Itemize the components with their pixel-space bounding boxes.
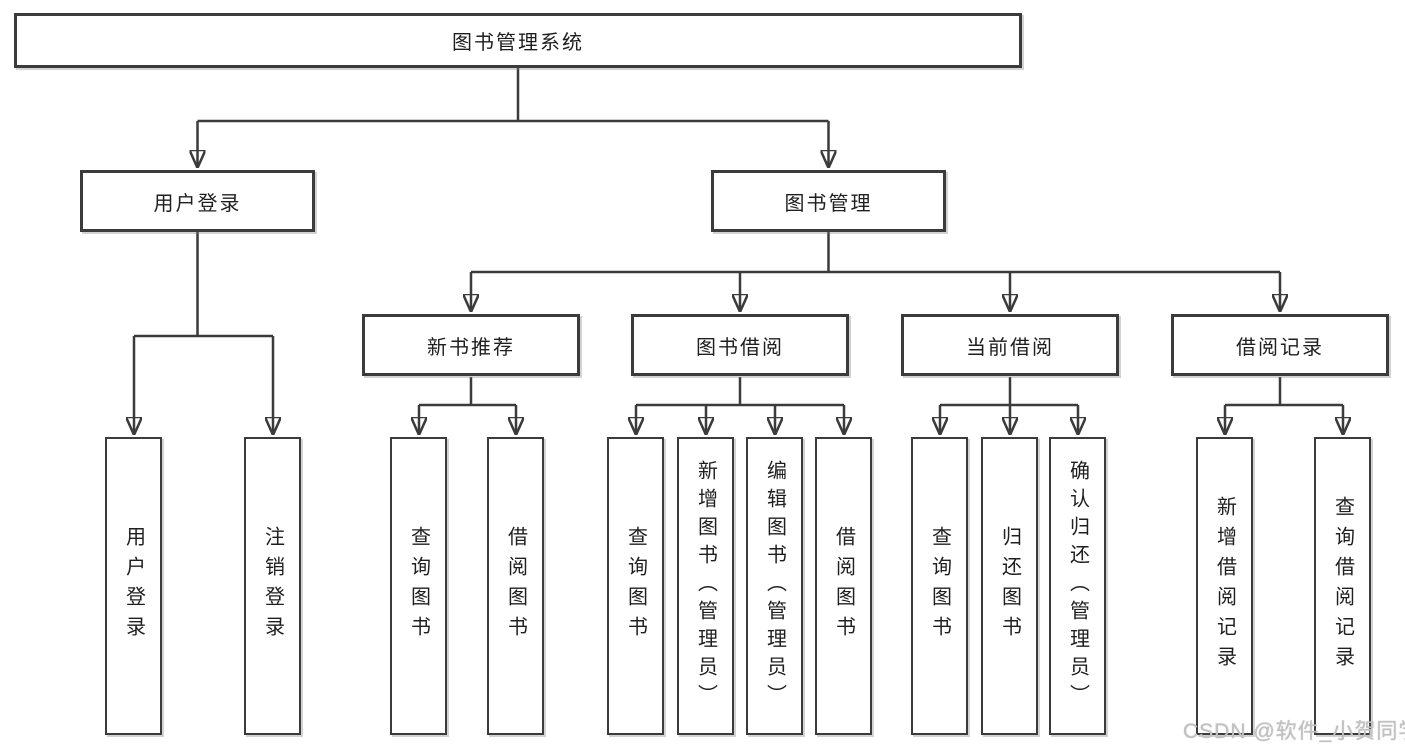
leaf-add-book-admin: 新增图书（管理员）: [677, 437, 734, 735]
connector-bookmgmt-to-level3: [471, 232, 1280, 274]
csdn-watermark: CSDN @软件_小贺同学: [1183, 720, 1405, 743]
node-new-book-recommend: 新书推荐: [362, 314, 580, 376]
connector-userlogin-to-leaves: [134, 232, 273, 338]
node-user-login: 用户登录: [80, 170, 315, 232]
connector-root-to-level2: [197, 68, 829, 123]
connector-records-to-leaves: [1225, 377, 1343, 407]
leaf-add-borrow-record: 新增借阅记录: [1196, 437, 1253, 735]
connector-currentborrow-to-leaves: [940, 377, 1078, 407]
node-book-borrowing: 图书借阅: [631, 314, 849, 376]
leaf-borrow-books-2: 借阅图书: [815, 437, 872, 735]
leaf-edit-book-admin: 编辑图书（管理员）: [746, 437, 803, 735]
node-borrowing-records: 借阅记录: [1171, 314, 1389, 376]
leaf-query-books-3: 查询图书: [911, 437, 968, 735]
leaf-logout: 注销登录: [244, 437, 301, 735]
leaf-user-login: 用户登录: [105, 437, 162, 735]
node-library-system: 图书管理系统: [14, 13, 1022, 68]
connector-bookborrow-to-leaves: [636, 377, 844, 407]
leaf-return-books: 归还图书: [981, 437, 1038, 735]
leaf-query-borrow-record: 查询借阅记录: [1314, 437, 1371, 735]
connector-newbook-to-leaves: [419, 377, 516, 407]
leaf-confirm-return-admin: 确认归还（管理员）: [1049, 437, 1106, 735]
leaf-borrow-books-1: 借阅图书: [487, 437, 544, 735]
node-current-borrowing: 当前借阅: [901, 314, 1119, 376]
leaf-query-books-2: 查询图书: [607, 437, 664, 735]
node-book-management: 图书管理: [711, 170, 946, 232]
leaf-query-books-1: 查询图书: [390, 437, 447, 735]
